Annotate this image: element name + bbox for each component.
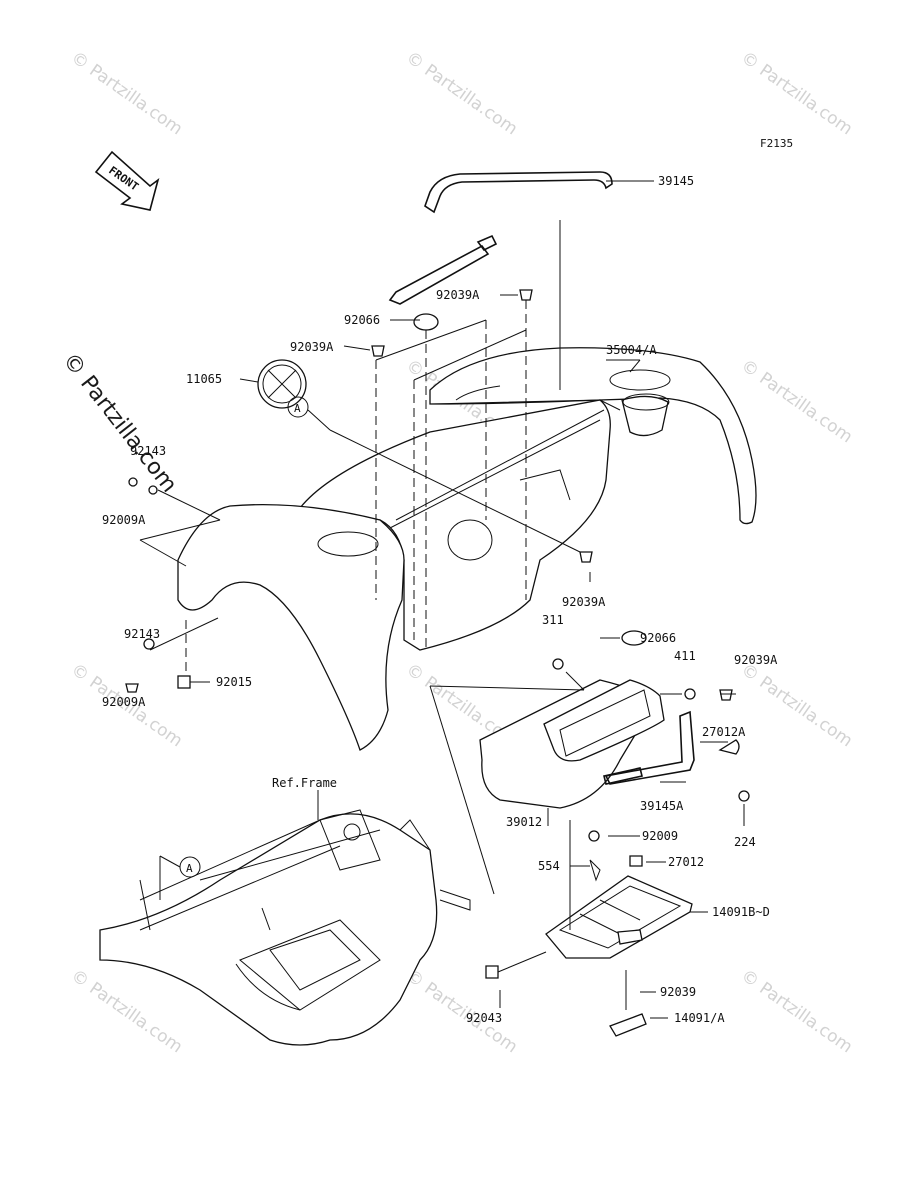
part-label: 92009A — [102, 695, 146, 709]
part-label: 39012 — [506, 815, 542, 829]
front-fender-illustration — [177, 347, 757, 751]
watermark-main: © Partzilla.com — [57, 348, 181, 497]
callout-a-lower: A — [159, 855, 201, 900]
watermark: © Partzilla.com — [67, 48, 186, 140]
part-label: 92015 — [216, 675, 252, 689]
frame-illustration — [99, 790, 471, 1046]
watermark: © Partzilla.com — [737, 660, 856, 752]
front-label: FRONT — [106, 164, 141, 194]
leader-lines-lower — [429, 637, 745, 1019]
watermark: © Partzilla.com — [402, 966, 521, 1058]
part-label: 11065 — [186, 372, 222, 386]
callout-letter: A — [186, 862, 193, 875]
part-label: 92043 — [466, 1011, 502, 1025]
part-label: 92039A — [562, 595, 606, 609]
part-label: 27012 — [668, 855, 704, 869]
part-labels: 39145 92039A 92066 35004/A 92039A 11065 … — [102, 174, 778, 1025]
part-label: 92066 — [640, 631, 676, 645]
part-label: 92143 — [124, 627, 160, 641]
part-label: 92009 — [642, 829, 678, 843]
callout-letter: A — [294, 402, 301, 415]
watermark: © Partzilla.com — [737, 356, 856, 448]
ref-frame-label: Ref.Frame — [272, 776, 337, 790]
part-label: 92039A — [436, 288, 480, 302]
part-label: 14091B~D — [712, 905, 770, 919]
part-label: 92039A — [734, 653, 778, 667]
cap-illustration — [257, 359, 307, 409]
diagram-code: F2135 — [760, 137, 793, 150]
part-label: 39145A — [640, 799, 684, 813]
part-label: 39145 — [658, 174, 694, 188]
part-label: 554 — [538, 859, 560, 873]
front-arrow-icon: FRONT — [94, 150, 160, 211]
watermark: © Partzilla.com — [737, 966, 856, 1058]
part-label: 92066 — [344, 313, 380, 327]
watermark: © Partzilla.com — [67, 966, 186, 1058]
part-label: 27012A — [702, 725, 746, 739]
trim-strip-illustration — [388, 171, 613, 305]
part-label: 224 — [734, 835, 756, 849]
part-label: 311 — [542, 613, 564, 627]
leader-lines — [139, 180, 654, 683]
storage-box-illustration — [479, 630, 750, 809]
part-label: 92143 — [130, 444, 166, 458]
part-label: 35004/A — [606, 343, 657, 357]
watermark: © Partzilla.com — [402, 48, 521, 140]
part-label: 411 — [674, 649, 696, 663]
watermark: © Partzilla.com — [737, 48, 856, 140]
part-label: 14091/A — [674, 1011, 725, 1025]
callout-a-upper: A — [287, 396, 331, 431]
part-label: 92009A — [102, 513, 146, 527]
part-label: 92039A — [290, 340, 334, 354]
part-label: 92039 — [660, 985, 696, 999]
